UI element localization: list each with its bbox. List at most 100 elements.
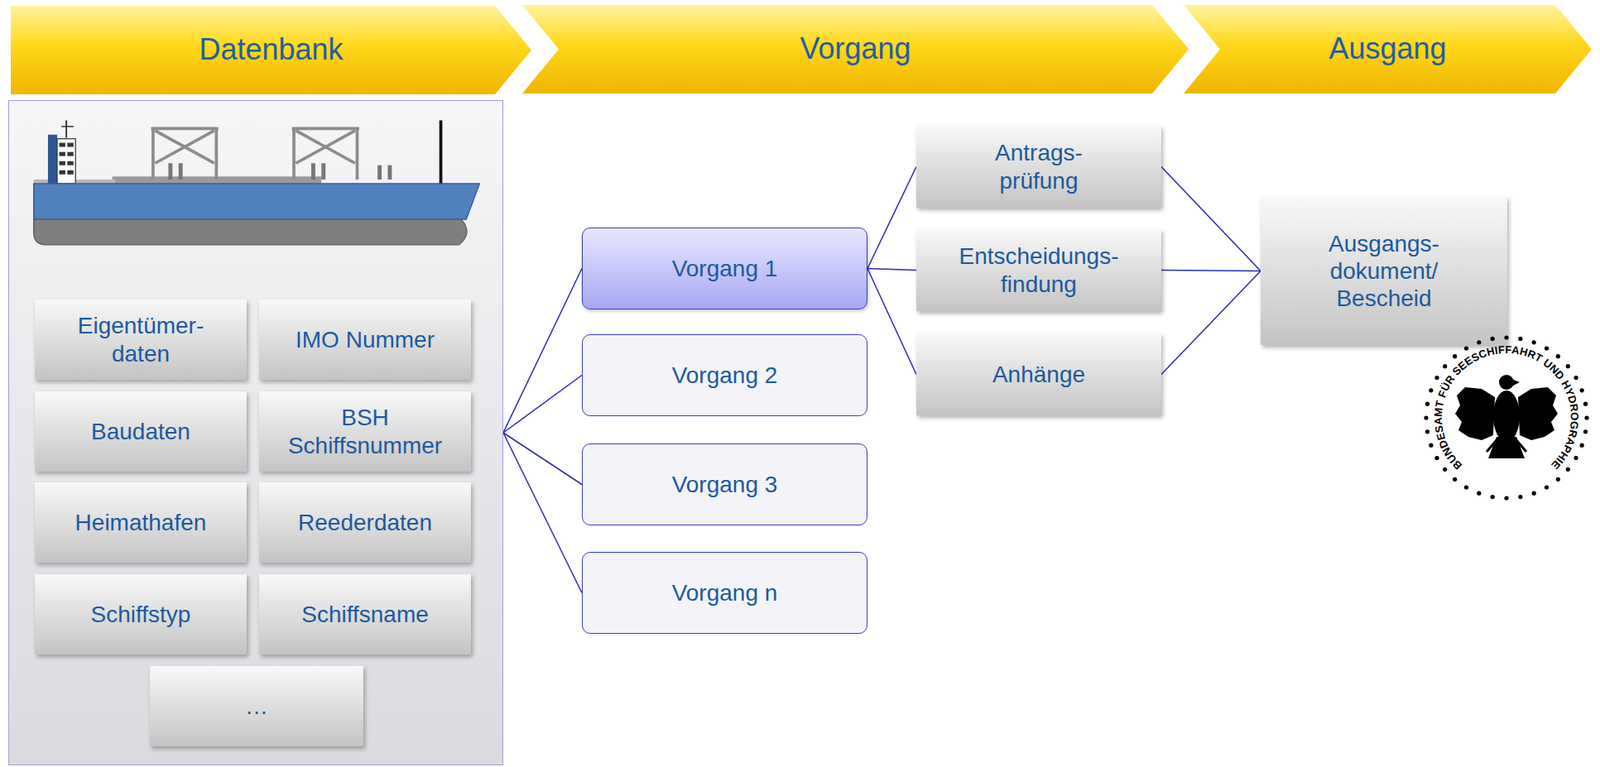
connector-line [1161,271,1261,375]
data-field-box: IMO Nummer [259,299,471,380]
seal-dot [1544,485,1549,490]
connector-line [503,269,582,434]
eagle-tail [1488,437,1525,459]
crane-post [215,127,219,180]
mast-yard [61,125,74,127]
seal-dot [1566,467,1571,472]
crane-brace [296,130,356,164]
seal-dot [1518,494,1523,500]
seal-dot [1452,477,1457,482]
eagle-beak [1511,379,1520,387]
seal-dot [1442,467,1447,472]
data-field-box: Eigentümer- daten [34,299,247,380]
seal-dot [1425,402,1430,407]
node-label: Ausgangs- dokument/ Bescheid [1321,230,1447,313]
data-field-box: … [149,666,364,747]
seal-dot [1428,388,1433,393]
seal-dot [1464,485,1469,490]
crane-beam [150,126,218,130]
seal-dot [1428,443,1433,448]
funnel [48,134,58,184]
output-box: Ausgangs- dokument/ Bescheid [1260,196,1508,346]
connector-line [867,269,917,271]
eagle-wing [1518,387,1558,441]
connector-line [867,167,917,270]
deck-cargo [112,176,322,184]
deck-rail [33,179,116,184]
mast [65,120,68,138]
connector-line [867,269,917,375]
cargo-post [321,163,326,180]
node-label: Anhänge [992,360,1086,389]
seal-dot [1490,494,1495,500]
seal-dot [1573,375,1578,380]
seal-dot [1423,415,1428,420]
crane-brace [154,130,215,164]
data-field-box: Schiffstyp [34,574,247,655]
node-label: Vorgang 2 [672,361,779,390]
superstructure [57,139,76,184]
connector-line [503,375,582,434]
crane-brace [296,130,356,164]
crane-post [292,127,296,180]
window [67,143,73,148]
cargo-post [311,163,316,180]
cargo-post [377,165,382,180]
node-label: Vorgang n [672,579,779,607]
crane [292,127,360,180]
node-label: Vorgang 1 [672,254,779,283]
database-panel: DatenbankEigentümer- datenIMO NummerBaud… [8,100,504,766]
bow-mast [439,120,443,183]
node-label: Eigentümer- daten [70,312,212,367]
node-label: Antrags- prüfung [972,139,1106,194]
section-heading: Datenbank [10,5,532,95]
cargo-post [168,163,173,180]
seal-dot [1476,340,1481,345]
seal-dot [1580,443,1585,448]
node-label: Vorgang [799,31,911,67]
seal-dot [1434,456,1439,461]
eagle-body [1493,390,1520,443]
seal-dot [1580,388,1585,393]
eagle-head [1499,374,1514,390]
node-label: … [245,692,269,721]
ship-illustration [33,120,481,245]
window [67,170,73,175]
node-label: Reederdaten [297,509,433,537]
node-label: Baudaten [91,418,191,446]
crane-brace [154,130,215,164]
seal-dot [1503,335,1509,340]
window-grid [59,143,74,175]
seal-dot [1544,345,1549,351]
cargo-post [178,163,183,180]
bsh-seal: BUNDESAMT FÜR SEESCHIFFAHRT UND HYDROGRA… [1423,335,1589,500]
node-label: Schiffsname [301,600,429,629]
seal-dot [1566,364,1571,369]
chevron-fill [522,4,1189,94]
step-box: Antrags- prüfung [916,125,1162,208]
window [67,161,73,166]
seal-dot [1532,491,1537,496]
data-field-box: Schiffsname [259,574,471,655]
eagle-wing [1455,387,1495,441]
node-label: IMO Nummer [295,326,435,354]
process-box: Vorgang 1 [581,227,868,310]
window [59,170,66,175]
seal-dot [1464,345,1469,351]
crane-beam [292,126,360,130]
seal-dot [1583,402,1588,407]
seal-dot [1573,456,1578,461]
seal-dot [1503,495,1509,500]
seal-dot-ring [1423,335,1589,500]
seal-inscription: BUNDESAMT FÜR SEESCHIFFAHRT UND HYDROGRA… [1431,343,1581,473]
window [59,143,66,148]
data-field-box: Baudaten [34,391,247,472]
seal-dot [1452,354,1457,359]
node-label: Ausgang [1328,31,1447,67]
seal-dot [1425,429,1430,434]
eagle-leg [1486,440,1527,452]
chevron-fill [1183,4,1592,94]
seal-dot [1490,336,1495,342]
process-box: Vorgang 3 [581,443,868,526]
